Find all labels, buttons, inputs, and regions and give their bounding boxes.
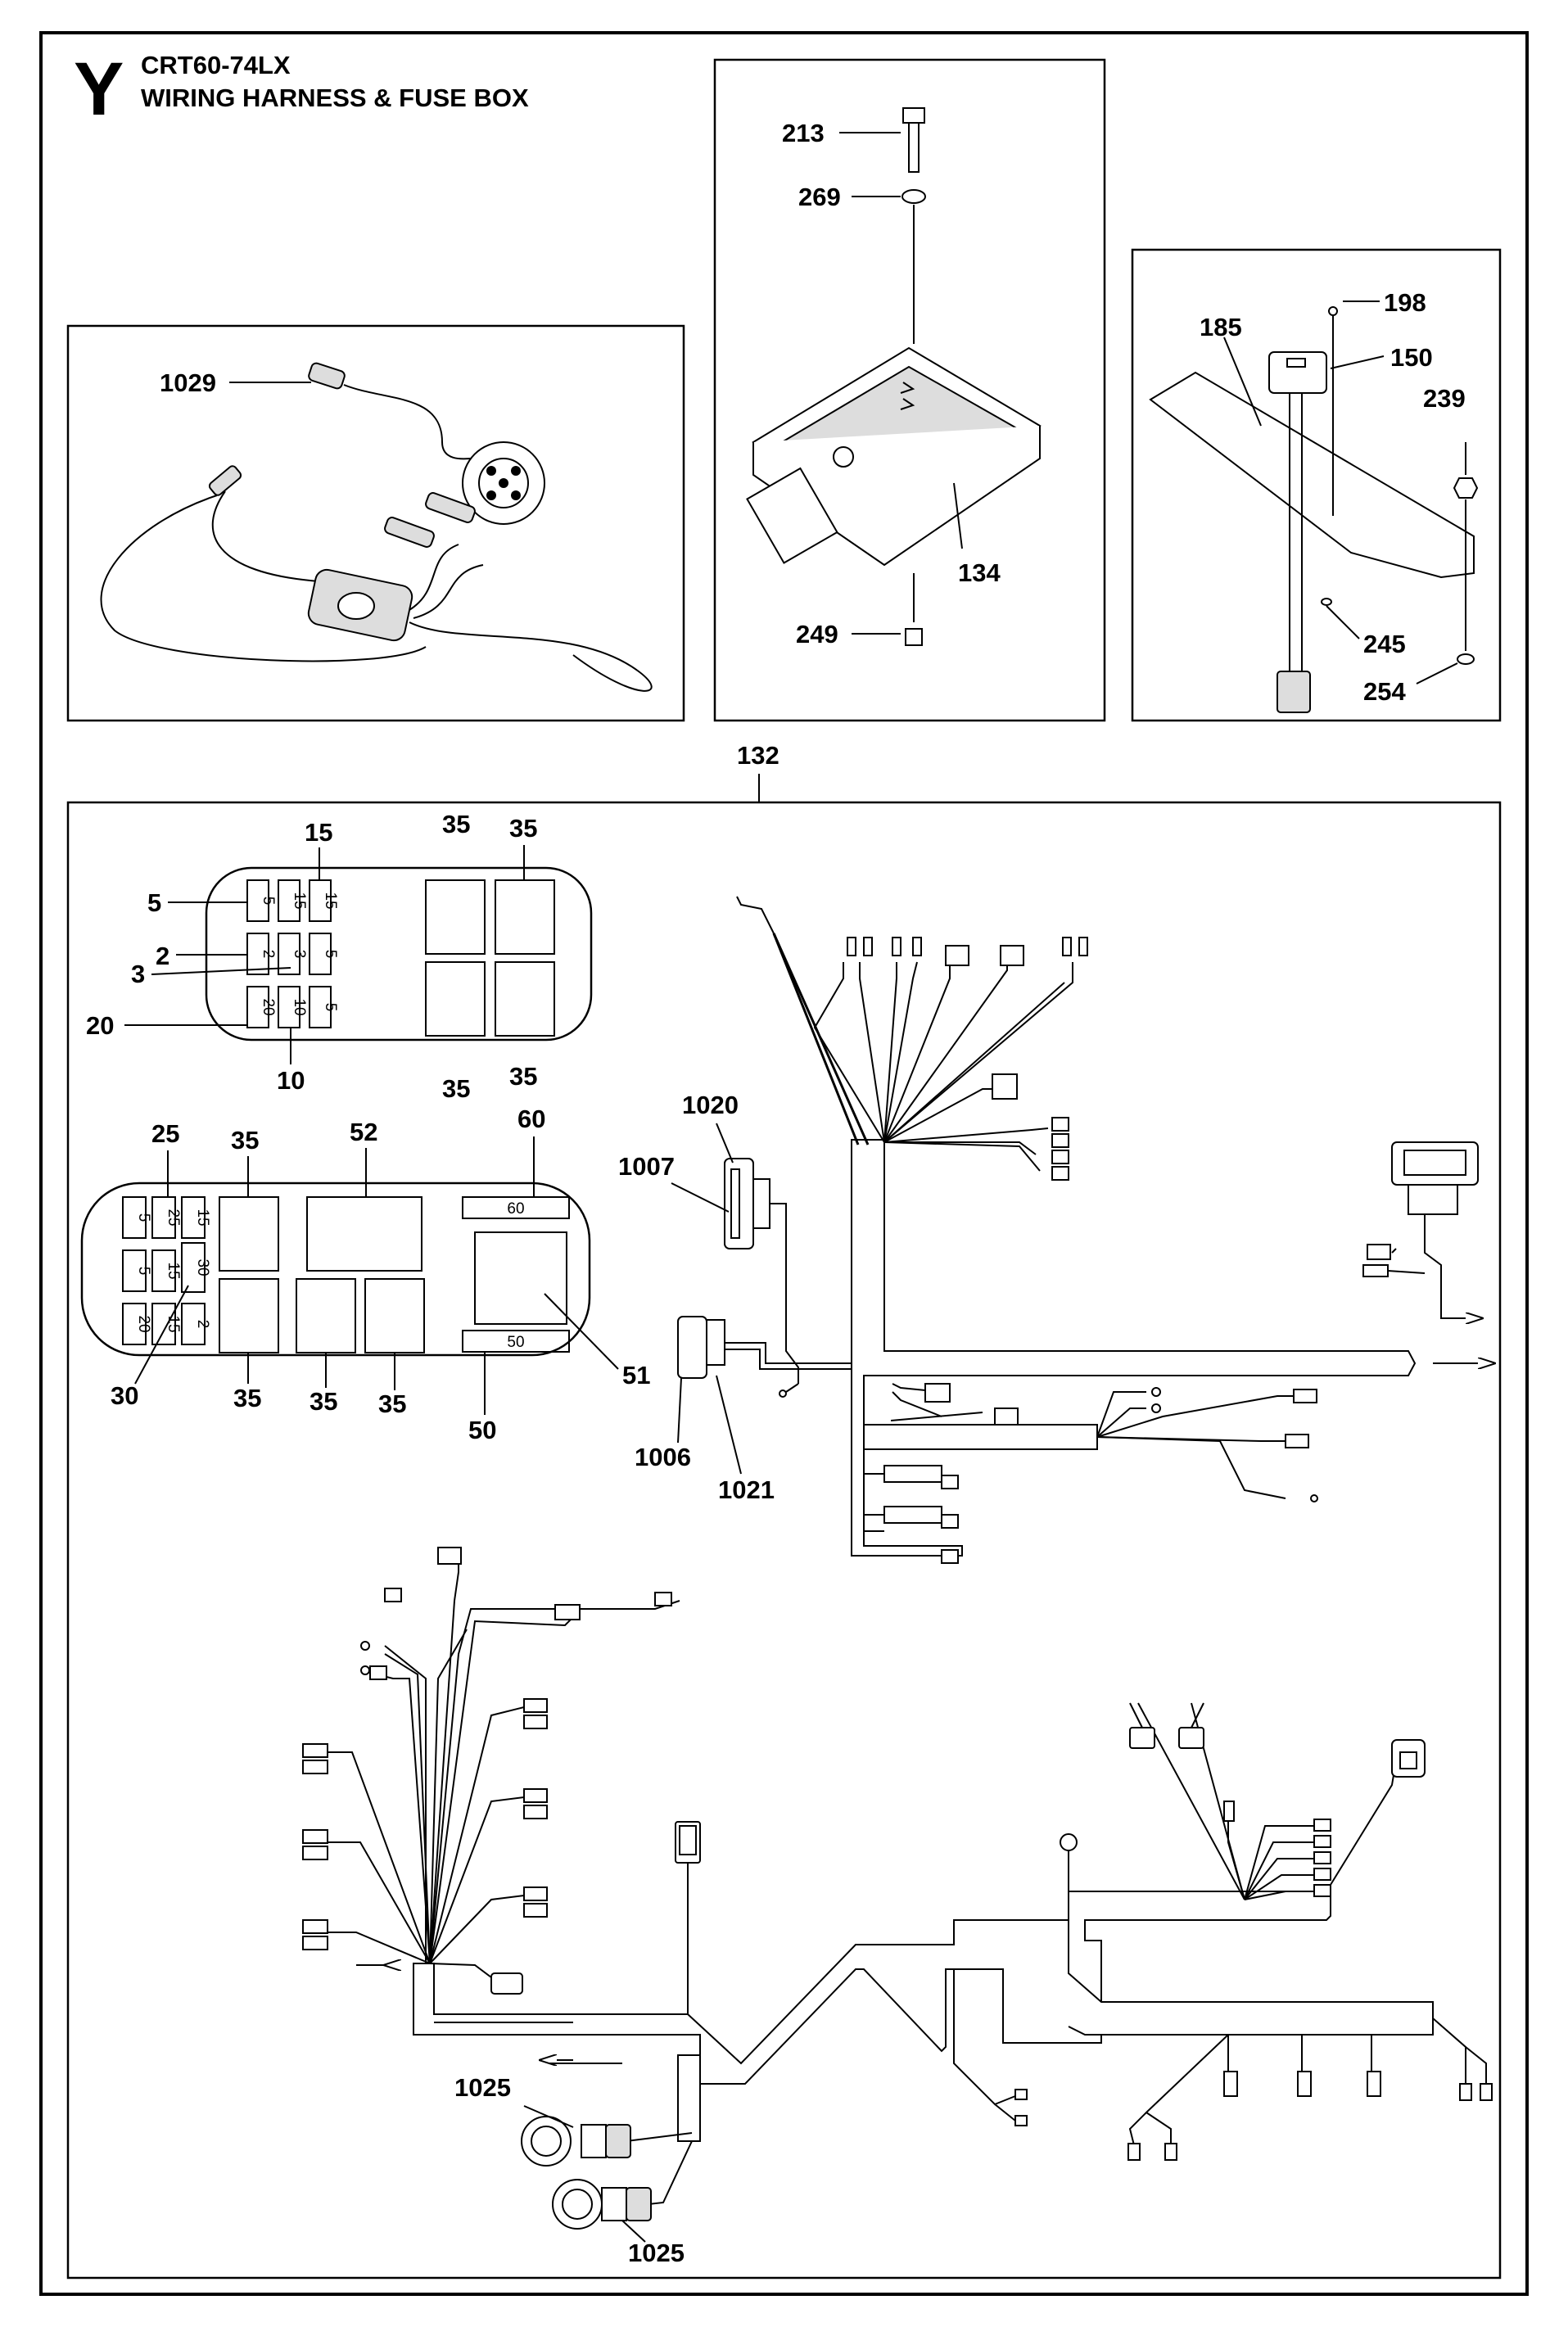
- callout-1020: 1020: [682, 1091, 739, 1119]
- harness-upper: [736, 896, 1494, 1564]
- callout-249: 249: [796, 620, 838, 648]
- callout-239: 239: [1423, 384, 1466, 413]
- callout-134: 134: [958, 558, 1001, 587]
- panel-bracket-relay: 198 185 150 239 245 254: [1131, 248, 1502, 722]
- fuse-u-3-1: 15: [322, 892, 339, 909]
- section-letter: Y: [74, 47, 124, 131]
- callout-35-f: 35: [233, 1384, 261, 1412]
- fuse-l-3-3: 2: [194, 1320, 211, 1329]
- callout-50: 50: [468, 1416, 496, 1444]
- panel-diagnostic-cable: 1029: [66, 324, 685, 722]
- callout-254: 254: [1363, 677, 1406, 706]
- callout-25: 25: [151, 1119, 179, 1148]
- panel-control-module: 213 269 134 249: [713, 58, 1106, 722]
- model-number: CRT60-74LX: [141, 51, 291, 79]
- fuse-strip-bottom: 50: [507, 1334, 524, 1351]
- fuse-l-2-2: 15: [165, 1262, 182, 1279]
- callout-2: 2: [156, 942, 169, 970]
- fuse-l-1-1: 5: [135, 1213, 152, 1222]
- callout-269: 269: [798, 183, 841, 211]
- panel-main-harness: [66, 801, 1502, 2280]
- callout-1021: 1021: [718, 1475, 775, 1504]
- callout-10: 10: [277, 1066, 305, 1095]
- fuse-u-2-2: 3: [291, 950, 308, 959]
- callout-245: 245: [1363, 630, 1406, 658]
- fuse-box-upper: 5 2 20 15 3 10 15 5 5: [205, 866, 593, 1042]
- fuse-u-2-1: 15: [291, 892, 308, 909]
- callout-3: 3: [131, 960, 145, 988]
- fuse-l-1-2: 5: [135, 1267, 152, 1276]
- page-frame: [39, 31, 1529, 2296]
- fuse-l-1-3: 20: [135, 1315, 152, 1332]
- callout-60: 60: [517, 1105, 545, 1133]
- fuse-l-3-2: 30: [194, 1258, 211, 1276]
- callout-52: 52: [350, 1118, 377, 1146]
- callout-213: 213: [782, 119, 825, 147]
- fuse-strip-top: 60: [507, 1200, 524, 1218]
- fuse-u-3-3: 5: [322, 1003, 339, 1012]
- fuse-l-2-1: 25: [165, 1209, 182, 1226]
- callout-35-e: 35: [231, 1126, 259, 1154]
- callout-198: 198: [1384, 288, 1426, 317]
- callout-35-c: 35: [442, 1074, 470, 1103]
- callout-35-h: 35: [378, 1389, 406, 1418]
- fuse-u-3-2: 5: [322, 950, 339, 959]
- callout-1007: 1007: [618, 1152, 675, 1181]
- callout-132: 132: [737, 741, 779, 770]
- callout-5: 5: [147, 888, 161, 917]
- callout-1006: 1006: [635, 1443, 691, 1471]
- fuse-box-lower: 5 5 20 25 15 15 15 30 2 60 50: [80, 1182, 591, 1357]
- callout-51: 51: [622, 1361, 650, 1389]
- callout-1025-top: 1025: [454, 2073, 511, 2102]
- callout-30: 30: [111, 1381, 138, 1410]
- callout-185: 185: [1200, 313, 1242, 341]
- diagram-title: WIRING HARNESS & FUSE BOX: [141, 84, 529, 112]
- callout-1025-bottom: 1025: [628, 2239, 685, 2267]
- callout-15: 15: [305, 818, 332, 847]
- fuse-l-2-3: 15: [165, 1315, 182, 1332]
- callout-1029: 1029: [160, 368, 216, 397]
- connectors-1006-1021: [677, 1158, 856, 1398]
- callout-35-g: 35: [310, 1387, 337, 1416]
- callout-35-d: 35: [509, 1062, 537, 1091]
- harness-lower: [302, 1547, 1493, 2230]
- fuse-u-1-2: 2: [260, 950, 277, 959]
- callout-35-a: 35: [442, 810, 470, 838]
- callout-35-b: 35: [509, 814, 537, 843]
- fuse-u-1-3: 20: [260, 998, 277, 1015]
- callout-150: 150: [1390, 343, 1433, 372]
- fuse-u-2-3: 10: [291, 998, 308, 1015]
- fuse-l-3-1: 15: [194, 1209, 211, 1226]
- callout-20: 20: [86, 1011, 114, 1040]
- fuse-u-1-1: 5: [260, 897, 277, 906]
